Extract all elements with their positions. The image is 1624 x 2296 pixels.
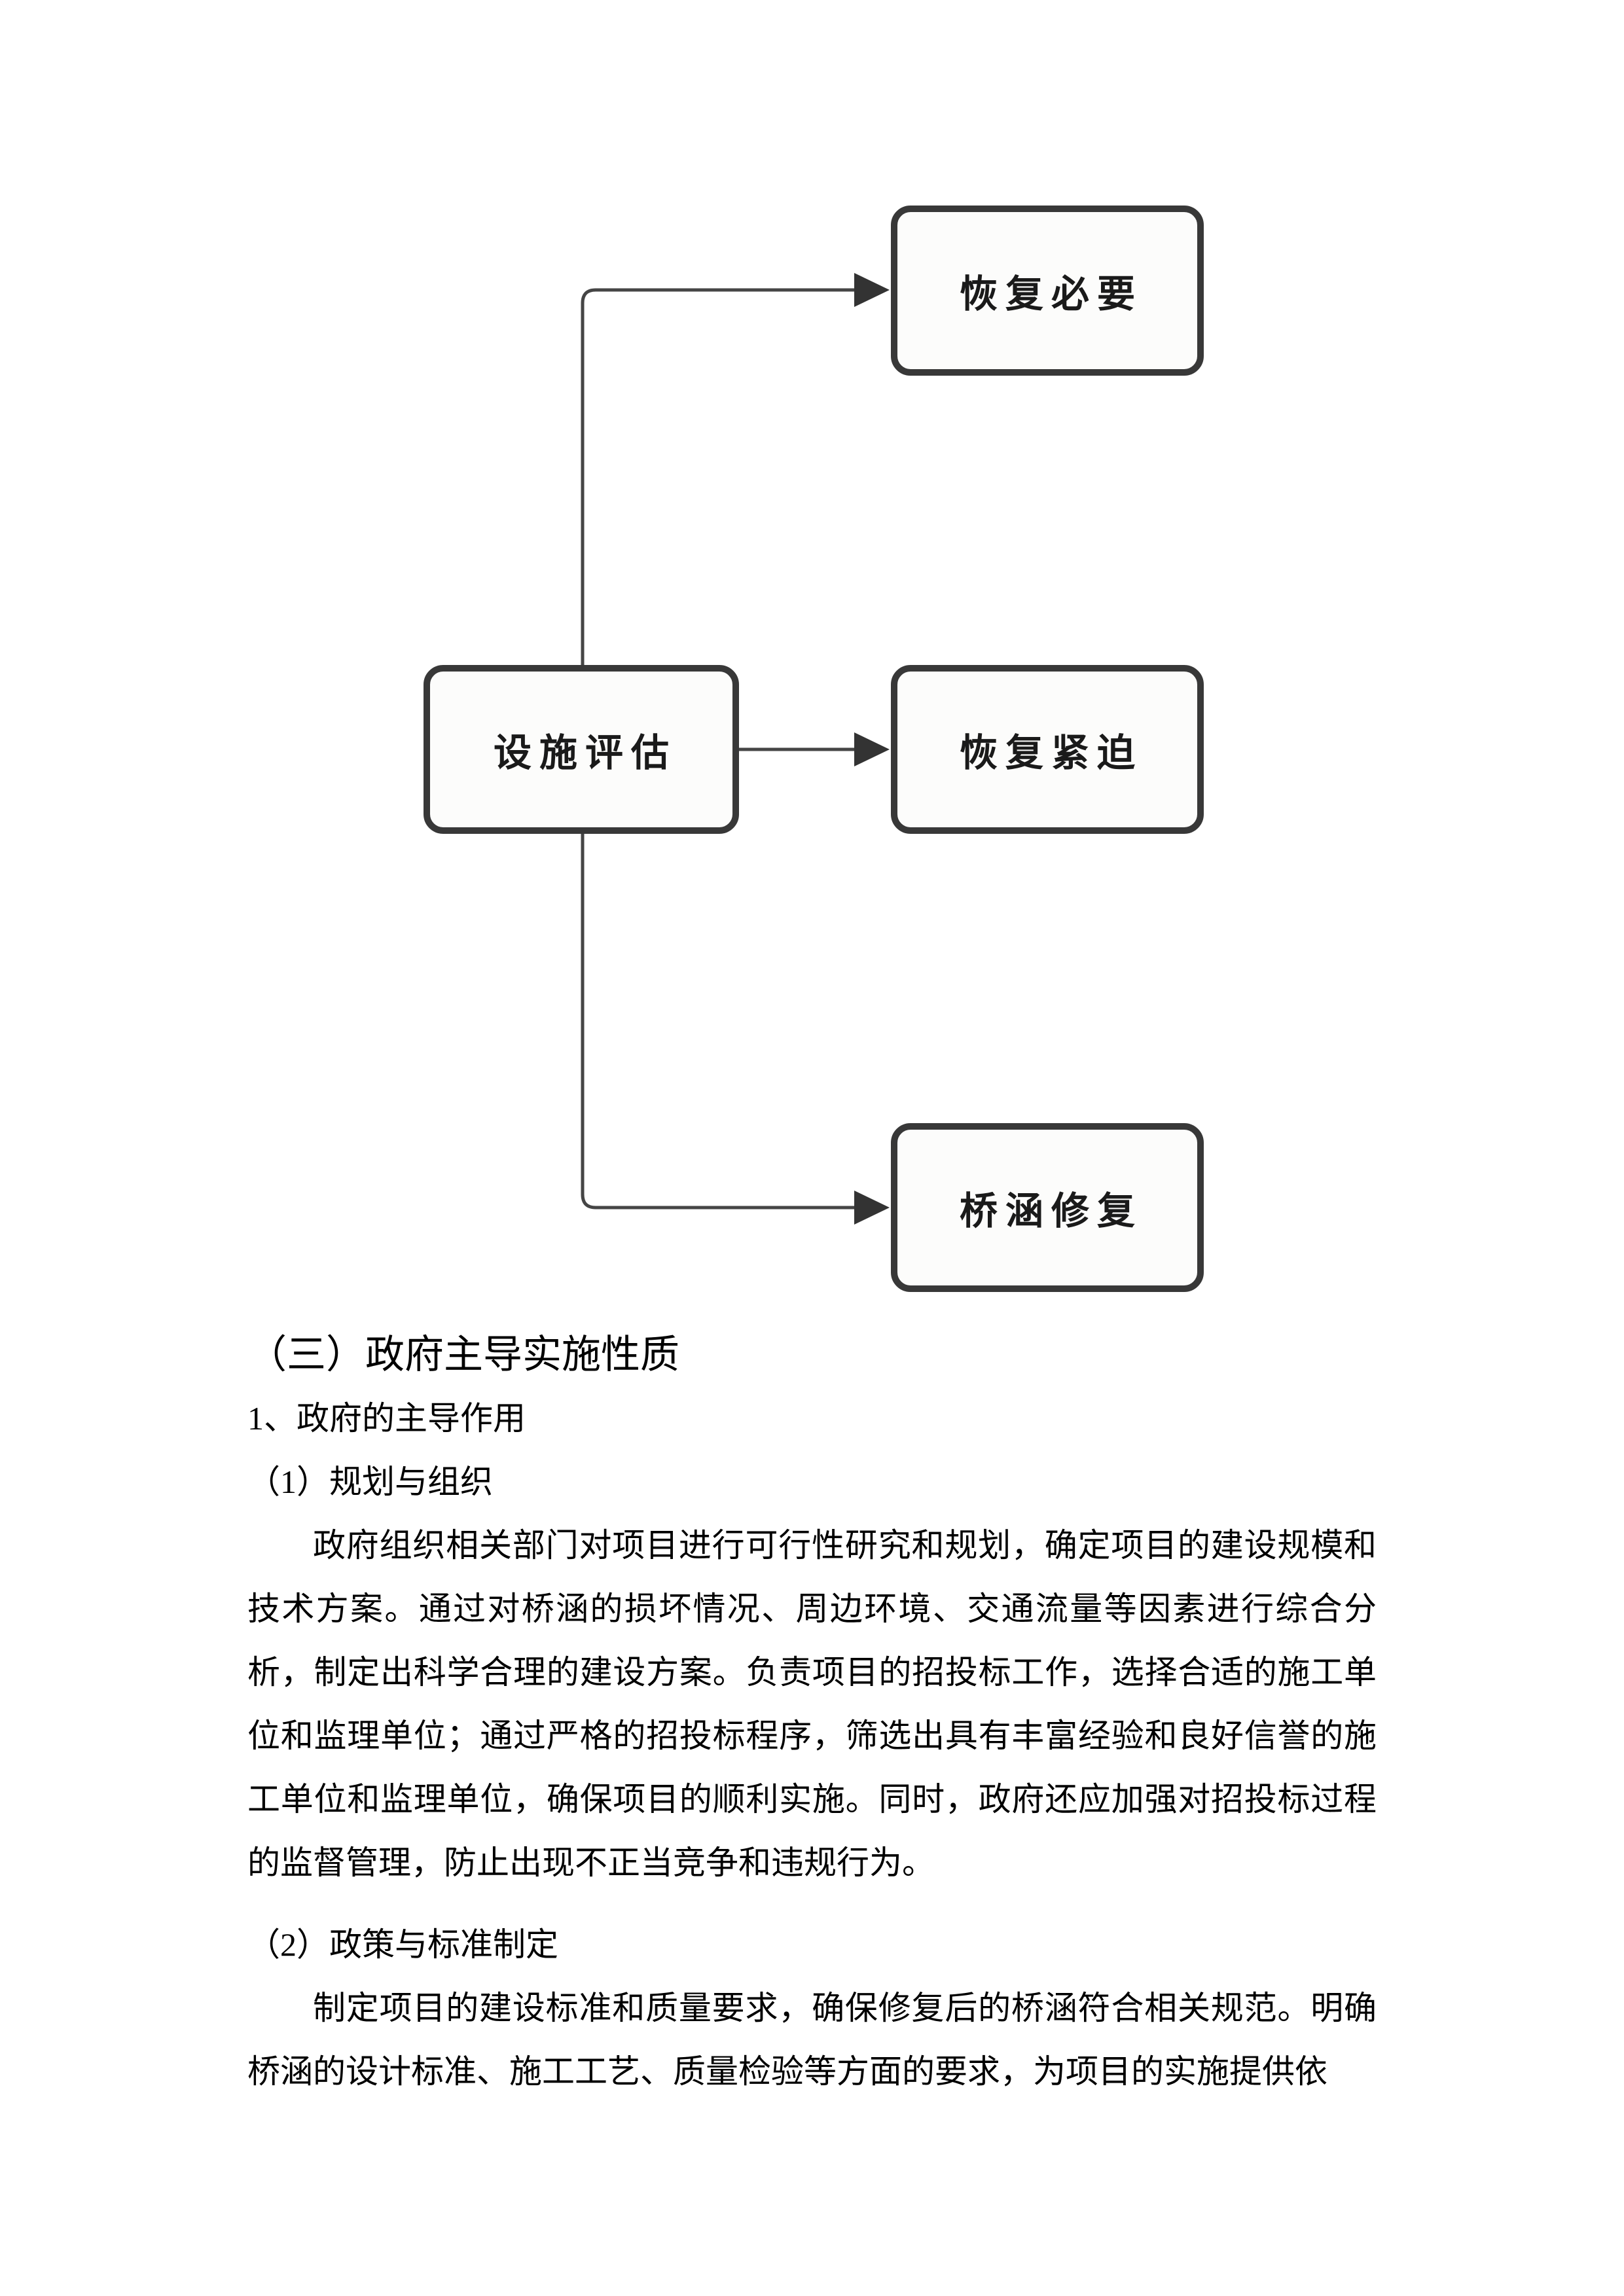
subheading-government-leading-role: 1、政府的主导作用 [247, 1400, 526, 1437]
subheading-planning-and-organization: （1）规划与组织 [247, 1463, 493, 1500]
flow-diagram: 设施评估 恢复必要 恢复紧迫 桥涵修复 [424, 206, 1204, 1292]
arrowhead-urgent-icon [854, 732, 890, 766]
paragraph-policy-and-standards: 制定项目的建设标准和质量要求，确保修复后的桥涵符合相关规范。明确桥涵的设计标准、… [247, 1990, 1377, 2090]
edge-assessment-to-repair [581, 834, 856, 1210]
diagram-node-facility-assessment: 设施评估 [424, 665, 739, 834]
document-body: （三）政府主导实施性质 1、政府的主导作用 （1）规划与组织 政府组织相关部门对… [247, 1323, 1377, 2104]
node-label-recovery-urgent: 恢复紧迫 [959, 732, 1143, 774]
diagram-node-recovery-urgent: 恢复紧迫 [891, 665, 1204, 834]
diagram-node-bridge-culvert-repair: 桥涵修复 [891, 1123, 1204, 1292]
diagram-node-recovery-necessary: 恢复必要 [891, 206, 1204, 376]
paragraph-planning-and-organization: 政府组织相关部门对项目进行可行性研究和规划，确定项目的建设规模和技术方案。通过对… [247, 1527, 1377, 1881]
subheading-policy-and-standards: （2）政策与标准制定 [247, 1926, 558, 1963]
node-label-bridge-culvert-repair: 桥涵修复 [959, 1190, 1143, 1232]
node-label-facility-assessment: 设施评估 [493, 732, 677, 774]
section-heading: （三）政府主导实施性质 [247, 1333, 679, 1376]
arrowhead-necessary-icon [854, 273, 890, 307]
diagram-connectors [581, 273, 890, 1225]
node-label-recovery-necessary: 恢复必要 [959, 273, 1143, 315]
arrowhead-repair-icon [854, 1191, 890, 1225]
edge-assessment-to-necessary [581, 288, 856, 665]
